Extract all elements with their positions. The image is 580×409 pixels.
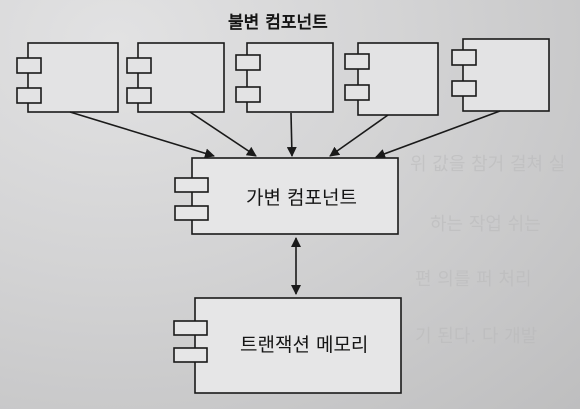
immutable-component-3 [235, 42, 334, 113]
mutable-component-box [174, 157, 399, 235]
bleed-text: 편 의를 퍼 처리 [415, 269, 532, 290]
mutable-component-label: 가변 컴포넌트 [246, 187, 357, 209]
bleed-text: 하는 작업 쉬는 [430, 214, 541, 235]
immutable-component-4 [344, 42, 439, 116]
immutable-component-2 [126, 42, 225, 113]
immutable-component-5 [451, 38, 550, 112]
immutable-component-1 [16, 42, 119, 113]
bleed-text: 기 된다. 다 개발 [415, 326, 538, 347]
arrow-5 [375, 110, 501, 159]
arrow-4 [329, 114, 389, 157]
transaction-memory-label: 트랜잭션 메모리 [240, 334, 369, 356]
arrow-2 [189, 111, 257, 157]
transaction-memory-box [173, 297, 402, 394]
arrow-3 [286, 112, 297, 157]
bleed-text: 위 값을 참거 걸쳐 실 [410, 154, 566, 175]
immutable-components-title: 불변 컴포넌트 [228, 13, 328, 33]
arrow-1 [69, 111, 215, 159]
